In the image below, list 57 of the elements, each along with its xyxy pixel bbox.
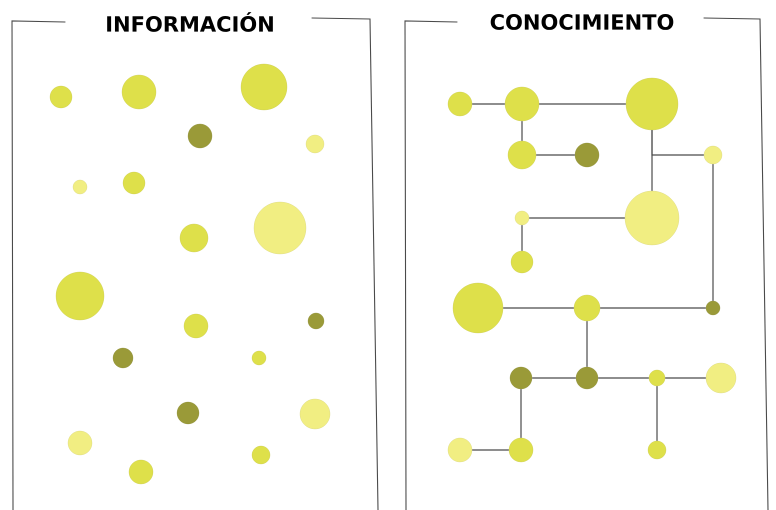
dot (254, 202, 306, 254)
dot (648, 370, 666, 386)
connector-line (521, 225, 523, 251)
dot (510, 366, 532, 390)
dot (122, 172, 146, 194)
connector-line (598, 377, 649, 379)
dot (308, 312, 324, 330)
panel: CONOCIMIENTO (404, 14, 769, 510)
dot (574, 294, 600, 322)
dot (112, 348, 134, 368)
connector-line (539, 103, 626, 105)
connector-line (472, 449, 509, 451)
dot (448, 438, 472, 462)
dot (448, 92, 472, 116)
connector-line (536, 154, 575, 156)
dot (452, 282, 504, 334)
dot (508, 438, 534, 462)
connector-line (586, 321, 588, 367)
dot (508, 140, 536, 170)
dot (648, 440, 666, 460)
connector-line (520, 389, 522, 438)
connector-line (532, 377, 576, 379)
dot (122, 74, 156, 110)
connector-line (521, 121, 523, 141)
dot (574, 142, 600, 168)
dot (300, 398, 330, 430)
dot (706, 362, 736, 394)
dot (184, 314, 208, 338)
connector-line (651, 130, 653, 191)
dot (704, 146, 722, 164)
connector-line (656, 386, 658, 441)
dot (624, 190, 680, 246)
dot (176, 402, 200, 424)
dot (626, 78, 678, 130)
dot (72, 180, 88, 194)
dot (180, 224, 208, 252)
dot (510, 250, 534, 274)
dot (128, 460, 154, 484)
dot (240, 64, 288, 110)
dot (306, 134, 324, 154)
dot (504, 86, 540, 122)
dot (50, 86, 72, 108)
dot (188, 124, 212, 148)
connector-line (529, 217, 625, 219)
connector-line (503, 307, 574, 309)
connector-line (712, 164, 714, 301)
dot (68, 430, 92, 456)
connector-line (472, 103, 505, 105)
connector-line (600, 307, 706, 309)
dot (576, 366, 598, 390)
dot (56, 272, 104, 320)
panel: INFORMACIÓN (11, 12, 379, 510)
dot (252, 350, 266, 366)
dot (514, 210, 530, 226)
connector-line (665, 377, 706, 379)
dot (706, 300, 720, 316)
dot (252, 446, 270, 464)
